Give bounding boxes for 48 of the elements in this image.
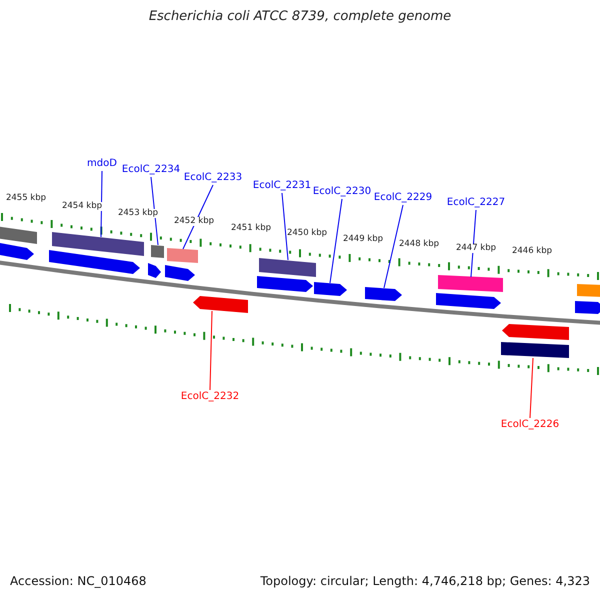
gene-label: EcolC_2232 (180, 391, 240, 402)
gene-bar (52, 232, 144, 256)
scale-label: 2448 kbp (398, 240, 440, 250)
gene-label: EcolC_2227 (446, 197, 506, 208)
scale-label: 2446 kbp (512, 247, 552, 256)
leader-line (210, 310, 212, 390)
gene-bar (259, 258, 316, 277)
gene-feature (0, 242, 34, 260)
gene-label: EcolC_2234 (122, 164, 180, 175)
gene-feature (148, 263, 161, 278)
gene-feature (193, 296, 248, 313)
gene-label: EcolC_2229 (374, 192, 432, 203)
gene-feature (165, 265, 195, 281)
scale-label: 2451 kbp (230, 224, 272, 234)
map-title: Escherichia coli ATCC 8739, complete genome (148, 10, 452, 24)
leader-line (384, 204, 404, 288)
leader-line (150, 176, 158, 246)
genome-summary-text: Topology: circular; Length: 4,746,218 bp; Genes: 4,323 (260, 575, 590, 588)
gene-bar (577, 284, 600, 297)
scale-label: 2447 kbp (456, 244, 496, 254)
leader-line (282, 192, 288, 260)
gene-label: EcolC_2233 (184, 172, 242, 183)
gene-bar (151, 245, 164, 258)
gene-feature (575, 301, 600, 314)
scale-label: 2449 kbp (342, 235, 384, 244)
gene-feature (257, 276, 313, 292)
scale-label: 2455 kbp (6, 194, 46, 204)
scale-label: 2450 kbp (286, 229, 328, 238)
scale-label: 2454 kbp (62, 202, 102, 212)
gene-bar (438, 275, 503, 292)
leader-line (100, 170, 102, 238)
gene-feature (314, 282, 347, 296)
leader-line (470, 210, 476, 278)
leader-line (330, 198, 342, 284)
gene-bar (167, 248, 198, 263)
gene-label: EcolC_2226 (500, 419, 560, 430)
gene-label: EcolC_2230 (312, 186, 372, 197)
gene-feature (365, 287, 402, 301)
gene-feature (502, 324, 569, 340)
gene-feature (49, 250, 140, 274)
gene-label: EcolC_2231 (252, 180, 312, 191)
gene-bar (0, 226, 37, 244)
gene-bar (501, 342, 569, 358)
gene-label: mdoD (87, 158, 117, 169)
scale-label: 2453 kbp (118, 209, 158, 218)
gene-feature (436, 293, 501, 309)
scale-label: 2452 kbp (174, 217, 214, 226)
accession-text: Accession: NC_010468 (10, 575, 146, 588)
